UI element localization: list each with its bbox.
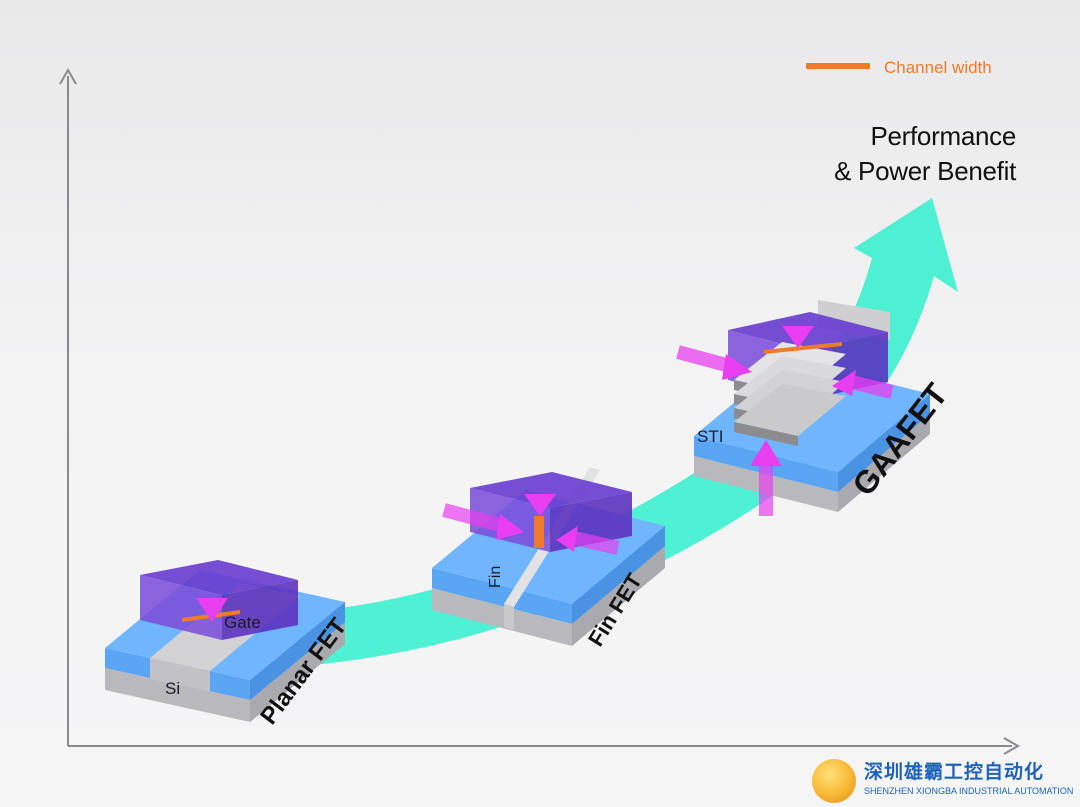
- planar-fet-device: Gate Si: [105, 540, 345, 722]
- finfet-fin-label: Fin: [487, 566, 504, 588]
- gaafet-device: STI: [676, 270, 930, 516]
- y-axis: [59, 67, 77, 746]
- headline-line-2: & Power Benefit: [834, 156, 1017, 186]
- watermark-company-en: SHENZHEN XIONGBA INDUSTRIAL AUTOMATION: [864, 786, 1074, 796]
- gaafet-sti-label: STI: [697, 427, 723, 446]
- finfet-device: Fin: [432, 436, 665, 646]
- x-axis: [68, 737, 1021, 755]
- legend-label: Channel width: [884, 58, 992, 77]
- company-logo: [812, 759, 856, 803]
- watermark: 深圳雄霸工控自动化 SHENZHEN XIONGBA INDUSTRIAL AU…: [812, 757, 1074, 803]
- watermark-company-cn: 深圳雄霸工控自动化: [864, 761, 1045, 783]
- legend-swatch: [806, 63, 870, 69]
- headline: Performance & Power Benefit: [834, 121, 1017, 186]
- planar-gate-label: Gate: [224, 613, 261, 632]
- headline-line-1: Performance: [870, 121, 1016, 151]
- legend: Channel width: [806, 58, 992, 77]
- planar-si-label: Si: [165, 679, 180, 698]
